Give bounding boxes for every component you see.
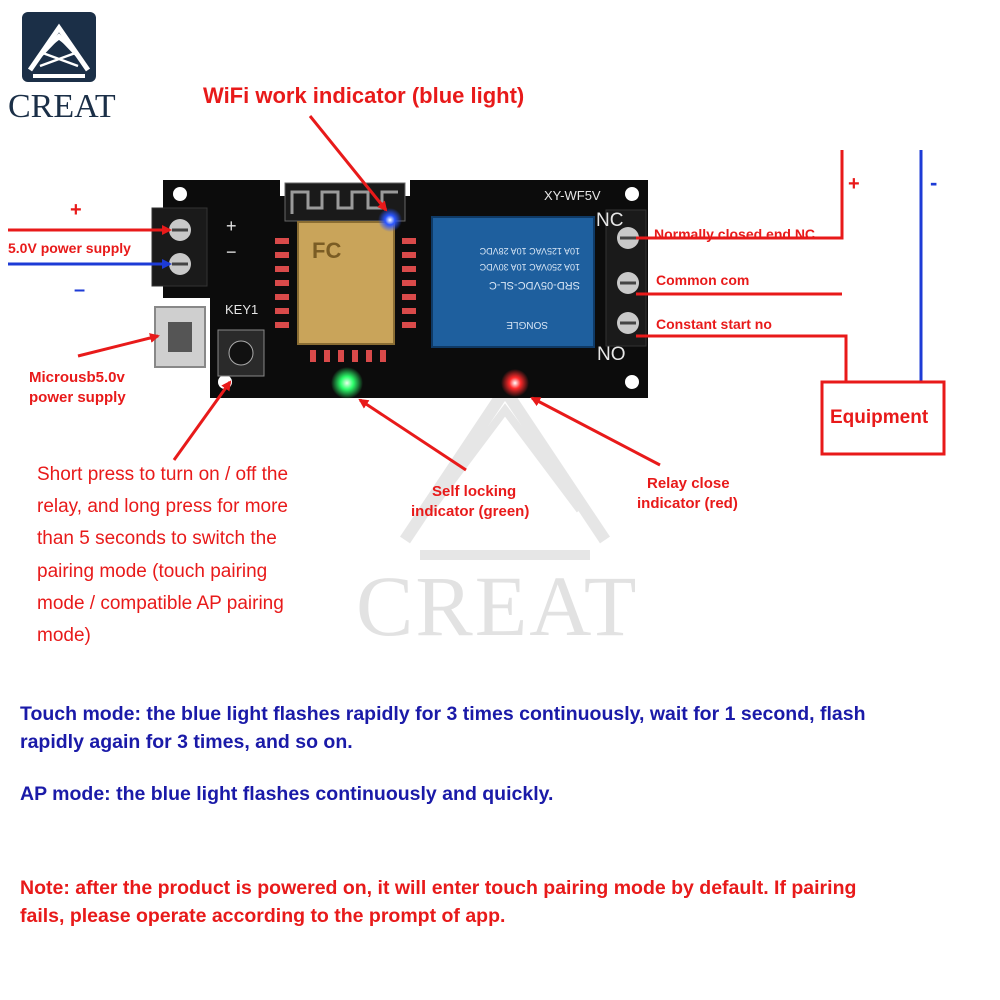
- microusb-arrow: [77, 333, 160, 358]
- key-label: KEY1: [225, 302, 258, 317]
- relay-close-arrow: [530, 396, 661, 467]
- equipment-box: Equipment: [820, 380, 946, 456]
- plus-left-label: +: [70, 199, 82, 221]
- green-led-icon: [331, 367, 363, 399]
- ap-mode-note: AP mode: the blue light flashes continuo…: [20, 783, 554, 805]
- relay-module-board: FC SRD-05VDC-SL-C 10A 250VAC 10A 30VDC 1…: [151, 180, 648, 399]
- wifi-indicator-label: WiFi work indicator (blue light): [203, 83, 524, 108]
- minus-right-label: -: [930, 170, 937, 195]
- power-supply-label: 5.0V power supply: [8, 240, 131, 256]
- button-desc-line5: mode / compatible AP pairing: [37, 593, 284, 614]
- minus-left-label: –: [74, 279, 85, 301]
- wiring-diagram: CREAT CREAT FC SRD-05VDC-SL-C 10A 250VAC…: [8, 12, 946, 654]
- relay-marking-2: 10A 250VAC 10A 30VDC: [479, 262, 580, 272]
- button-desc-line2: relay, and long press for more: [37, 496, 288, 517]
- note-line1: Note: after the product is powered on, i…: [20, 877, 857, 899]
- self-locking-arrow: [358, 398, 467, 472]
- relay-close-line1: Relay close: [647, 475, 730, 492]
- terminal-nc-label: NC: [596, 210, 623, 231]
- watermark: CREAT: [356, 379, 638, 654]
- wifi-indicator-arrow: [308, 115, 388, 212]
- button-desc-line6: mode): [37, 625, 91, 646]
- wires: [8, 150, 923, 382]
- logo-text: CREAT: [8, 88, 116, 125]
- button-arrow: [172, 380, 232, 461]
- note-line2: fails, please operate according to the p…: [20, 905, 506, 927]
- annotation-arrows: [77, 115, 661, 472]
- board-model: XY-WF5V: [544, 188, 601, 203]
- equipment-label: Equipment: [830, 407, 929, 428]
- button-desc-line4: pairing mode (touch pairing: [37, 561, 267, 582]
- default-mode-note: Note: after the product is powered on, i…: [20, 874, 856, 930]
- self-locking-line2: indicator (green): [411, 503, 529, 520]
- svg-text:FC: FC: [312, 238, 341, 263]
- relay-marking-1: SRD-05VDC-SL-C: [489, 279, 580, 291]
- blue-led-icon: [378, 208, 402, 232]
- touch-mode-line2: rapidly again for 3 times, and so on.: [20, 731, 353, 753]
- creat-logo: CREAT: [8, 12, 116, 125]
- touch-mode-note: Touch mode: the blue light flashes rapid…: [20, 700, 865, 756]
- nc-wire: [636, 150, 844, 240]
- terminal-no-label: NO: [597, 344, 626, 365]
- com-label: Common com: [656, 272, 749, 288]
- red-led-icon: [501, 369, 529, 397]
- watermark-text: CREAT: [356, 558, 638, 654]
- relay-close-line2: indicator (red): [637, 495, 738, 512]
- relay-marking-3: 10A 125VAC 10A 28VDC: [479, 246, 580, 256]
- logo-badge: [22, 12, 96, 82]
- no-label: Constant start no: [656, 316, 772, 332]
- microusb-label-line1: Microusb5.0v: [29, 369, 126, 386]
- nc-label: Normally closed end NC: [654, 226, 815, 242]
- relay-brand: SONGLE: [506, 319, 548, 330]
- svg-text:−: −: [226, 242, 237, 262]
- button-description: Short press to turn on / off the relay, …: [37, 464, 288, 646]
- plus-right-label: +: [848, 173, 860, 195]
- no-wire: [636, 334, 848, 382]
- self-locking-line1: Self locking: [432, 483, 516, 500]
- touch-mode-line1: Touch mode: the blue light flashes rapid…: [20, 703, 866, 725]
- svg-text:+: +: [226, 216, 237, 236]
- button-desc-line3: than 5 seconds to switch the: [37, 528, 277, 549]
- button-desc-line1: Short press to turn on / off the: [37, 464, 288, 485]
- microusb-label-line2: power supply: [29, 389, 126, 406]
